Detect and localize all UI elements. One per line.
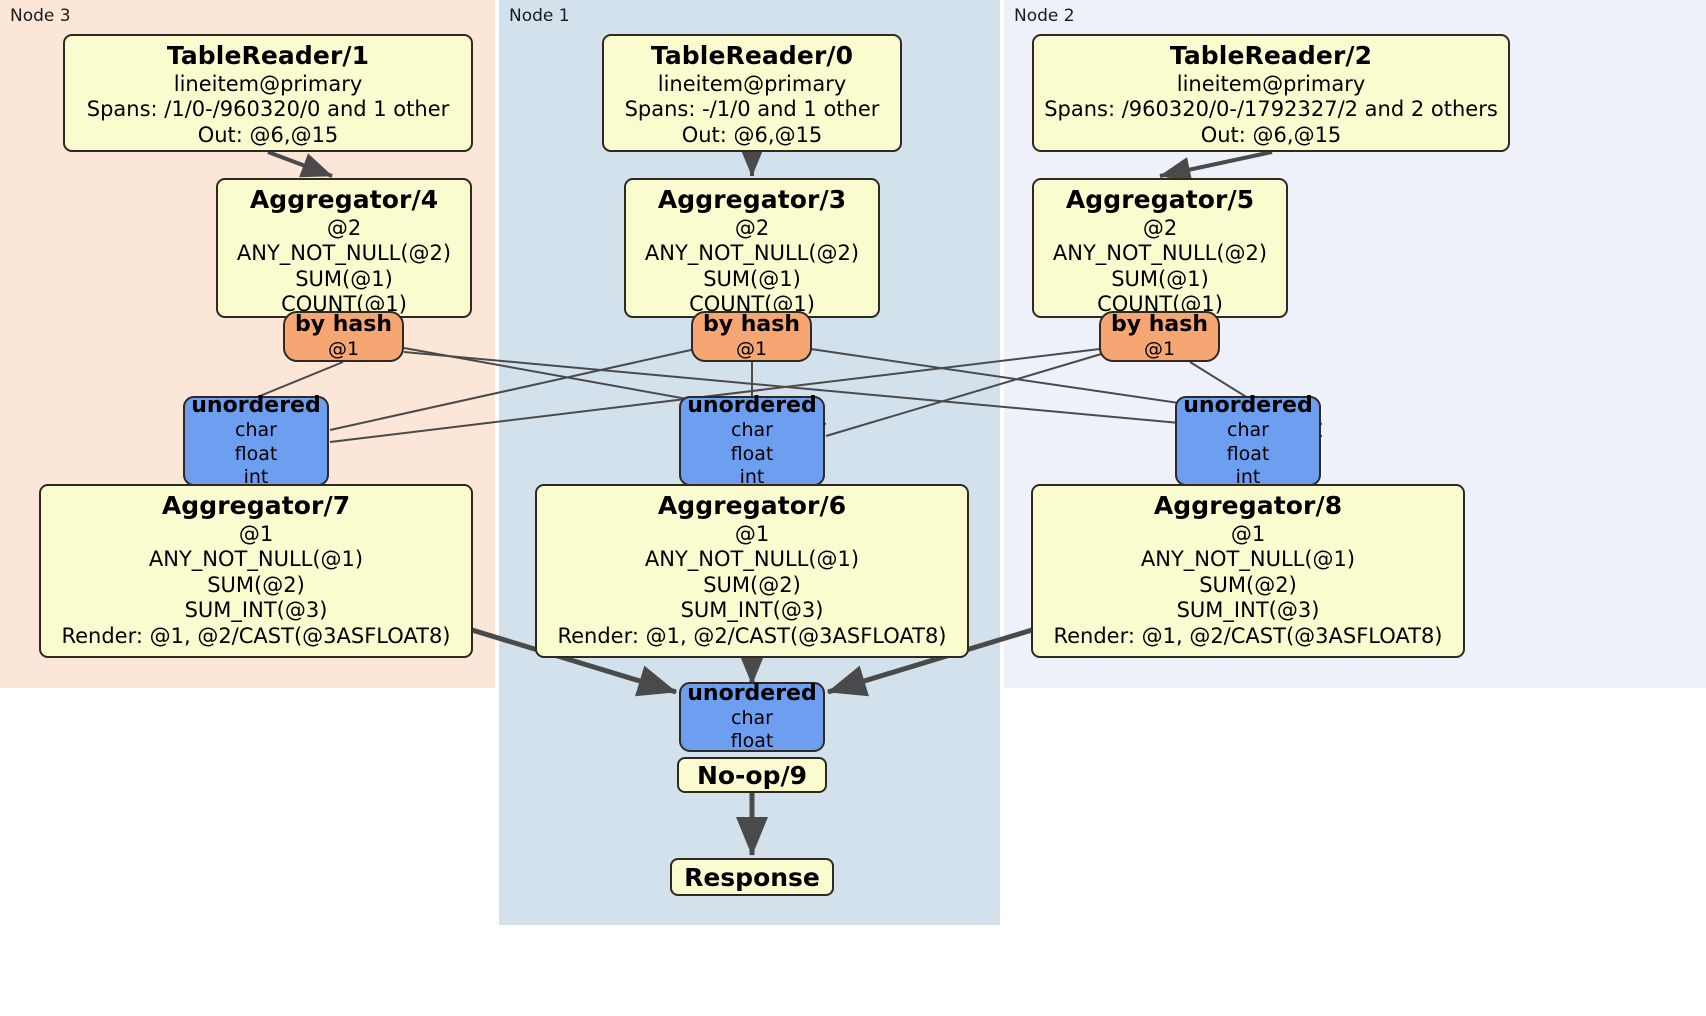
router-title: unordered — [687, 393, 817, 419]
processor-line: @2 — [326, 215, 362, 240]
router-line: @1 — [1143, 338, 1176, 361]
router-line: @1 — [735, 338, 768, 361]
processor-line: SUM(@2) — [1199, 572, 1297, 597]
router-title: by hash — [1110, 311, 1208, 337]
processor-table-reader-2[interactable]: TableReader/2 lineitem@primary Spans: /9… — [1032, 34, 1510, 152]
router-line: float — [1226, 442, 1270, 465]
router-line: float — [730, 442, 774, 465]
router-by-hash-right[interactable]: by hash @1 — [1099, 311, 1220, 362]
processor-line: @2 — [734, 215, 770, 240]
processor-aggregator-8[interactable]: Aggregator/8 @1 ANY_NOT_NULL(@1) SUM(@2)… — [1031, 484, 1465, 658]
processor-line: Render: @1, @2/CAST(@3ASFLOAT8) — [557, 623, 947, 648]
router-title: by hash — [702, 311, 800, 337]
router-line: char — [731, 707, 773, 730]
processor-aggregator-7[interactable]: Aggregator/7 @1 ANY_NOT_NULL(@1) SUM(@2)… — [39, 484, 473, 658]
processor-aggregator-6[interactable]: Aggregator/6 @1 ANY_NOT_NULL(@1) SUM(@2)… — [535, 484, 969, 658]
router-line: char — [1227, 419, 1269, 442]
processor-line: ANY_NOT_NULL(@1) — [1140, 547, 1356, 572]
processor-line: SUM(@1) — [703, 266, 801, 291]
processor-table-reader-1[interactable]: TableReader/1 lineitem@primary Spans: /1… — [63, 34, 473, 152]
processor-title: Aggregator/3 — [657, 185, 847, 214]
processor-table-reader-0[interactable]: TableReader/0 lineitem@primary Spans: -/… — [602, 34, 902, 152]
processor-aggregator-5[interactable]: Aggregator/5 @2 ANY_NOT_NULL(@2) SUM(@1)… — [1032, 178, 1288, 318]
router-by-hash-left[interactable]: by hash @1 — [283, 311, 404, 362]
processor-line: lineitem@primary — [173, 71, 363, 96]
processor-title: TableReader/2 — [1169, 41, 1373, 70]
processor-line: SUM(@1) — [1111, 266, 1209, 291]
processor-line: ANY_NOT_NULL(@2) — [644, 241, 860, 266]
processor-line: Spans: /960320/0-/1792327/2 and 2 others — [1044, 97, 1498, 122]
router-line: float — [234, 442, 278, 465]
processor-line: Render: @1, @2/CAST(@3ASFLOAT8) — [1053, 623, 1443, 648]
processor-line: ANY_NOT_NULL(@1) — [148, 547, 364, 572]
processor-line: Spans: /1/0-/960320/0 and 1 other — [86, 97, 450, 122]
processor-line: ANY_NOT_NULL(@1) — [644, 547, 860, 572]
processor-line: @1 — [1230, 521, 1266, 546]
processor-line: Out: @6,@15 — [1200, 122, 1342, 147]
router-line: int — [1235, 465, 1261, 488]
router-unordered-mid[interactable]: unordered char float int — [679, 393, 825, 488]
router-unordered-final[interactable]: unordered char float — [679, 680, 825, 753]
node-panel-label-node3: Node 3 — [10, 6, 71, 26]
processor-aggregator-3[interactable]: Aggregator/3 @2 ANY_NOT_NULL(@2) SUM(@1)… — [624, 178, 880, 318]
processor-line: Spans: -/1/0 and 1 other — [624, 97, 880, 122]
processor-line: SUM(@2) — [207, 572, 305, 597]
processor-line: @2 — [1142, 215, 1178, 240]
processor-line: SUM_INT(@3) — [1176, 598, 1320, 623]
processor-line: lineitem@primary — [1176, 71, 1366, 96]
processor-line: ANY_NOT_NULL(@2) — [236, 241, 452, 266]
processor-title: Aggregator/5 — [1065, 185, 1255, 214]
router-title: unordered — [1183, 393, 1313, 419]
router-line: char — [731, 419, 773, 442]
router-unordered-left[interactable]: unordered char float int — [183, 393, 329, 488]
processor-title: Aggregator/7 — [161, 491, 351, 520]
router-line: int — [243, 465, 269, 488]
processor-title: Aggregator/8 — [1153, 491, 1343, 520]
router-line: char — [235, 419, 277, 442]
processor-line: SUM_INT(@3) — [184, 598, 328, 623]
processor-title: TableReader/1 — [166, 41, 370, 70]
processor-title: Aggregator/4 — [249, 185, 439, 214]
processor-line: Out: @6,@15 — [681, 122, 823, 147]
router-title: by hash — [294, 311, 392, 337]
processor-line: SUM(@2) — [703, 572, 801, 597]
processor-line: lineitem@primary — [657, 71, 847, 96]
processor-response[interactable]: Response — [670, 858, 834, 896]
processor-line: SUM_INT(@3) — [680, 598, 824, 623]
router-line: @1 — [327, 338, 360, 361]
router-unordered-right[interactable]: unordered char float int — [1175, 393, 1321, 488]
processor-line: Out: @6,@15 — [197, 122, 339, 147]
processor-line: @1 — [238, 521, 274, 546]
processor-line: @1 — [734, 521, 770, 546]
router-by-hash-mid[interactable]: by hash @1 — [691, 311, 812, 362]
processor-title: TableReader/0 — [650, 41, 854, 70]
processor-line: SUM(@1) — [295, 266, 393, 291]
router-title: unordered — [191, 393, 321, 419]
node-panel-label-node1: Node 1 — [509, 6, 570, 26]
router-title: unordered — [687, 680, 817, 706]
processor-line: Render: @1, @2/CAST(@3ASFLOAT8) — [61, 623, 451, 648]
processor-no-op-9[interactable]: No-op/9 — [677, 757, 827, 793]
processor-title: Aggregator/6 — [657, 491, 847, 520]
router-line: float — [730, 730, 774, 753]
processor-line: ANY_NOT_NULL(@2) — [1052, 241, 1268, 266]
processor-aggregator-4[interactable]: Aggregator/4 @2 ANY_NOT_NULL(@2) SUM(@1)… — [216, 178, 472, 318]
router-line: int — [739, 465, 765, 488]
node-panel-label-node2: Node 2 — [1014, 6, 1075, 26]
